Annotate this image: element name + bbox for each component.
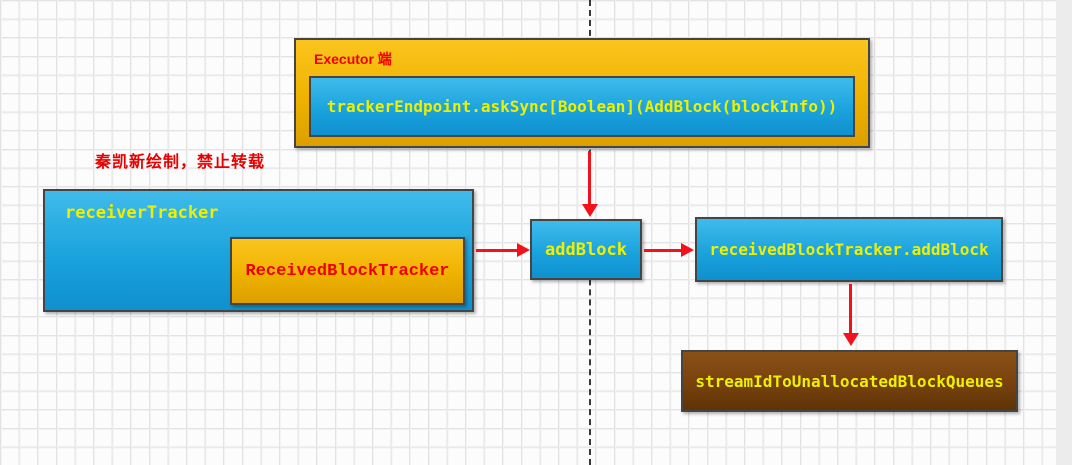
add-block-node[interactable]: addBlock (530, 219, 642, 280)
executor-group-node[interactable]: Executor 端 trackerEndpoint.askSync[Boole… (294, 38, 870, 148)
received-block-tracker-label: ReceivedBlockTracker (245, 261, 450, 281)
add-block-label: addBlock (545, 239, 627, 260)
stream-queues-label: streamIdToUnallocatedBlockQueues (695, 371, 1004, 391)
canvas-right-margin (1056, 0, 1072, 465)
stream-queues-node[interactable]: streamIdToUnallocatedBlockQueues (681, 350, 1018, 412)
watermark-text: 秦凯新绘制，禁止转载 (95, 154, 266, 171)
received-block-tracker-add-block-node[interactable]: receivedBlockTracker.addBlock (695, 217, 1003, 282)
ask-sync-label: trackerEndpoint.askSync[Boolean](AddBloc… (326, 97, 838, 116)
executor-group-label: Executor 端 (314, 51, 392, 67)
receiver-tracker-node[interactable]: receiverTracker ReceivedBlockTracker (43, 189, 474, 312)
received-block-tracker-node[interactable]: ReceivedBlockTracker (230, 237, 465, 305)
ask-sync-node[interactable]: trackerEndpoint.askSync[Boolean](AddBloc… (309, 76, 855, 137)
received-block-tracker-add-block-label: receivedBlockTracker.addBlock (709, 240, 989, 259)
receiver-tracker-label: receiverTracker (65, 203, 219, 223)
